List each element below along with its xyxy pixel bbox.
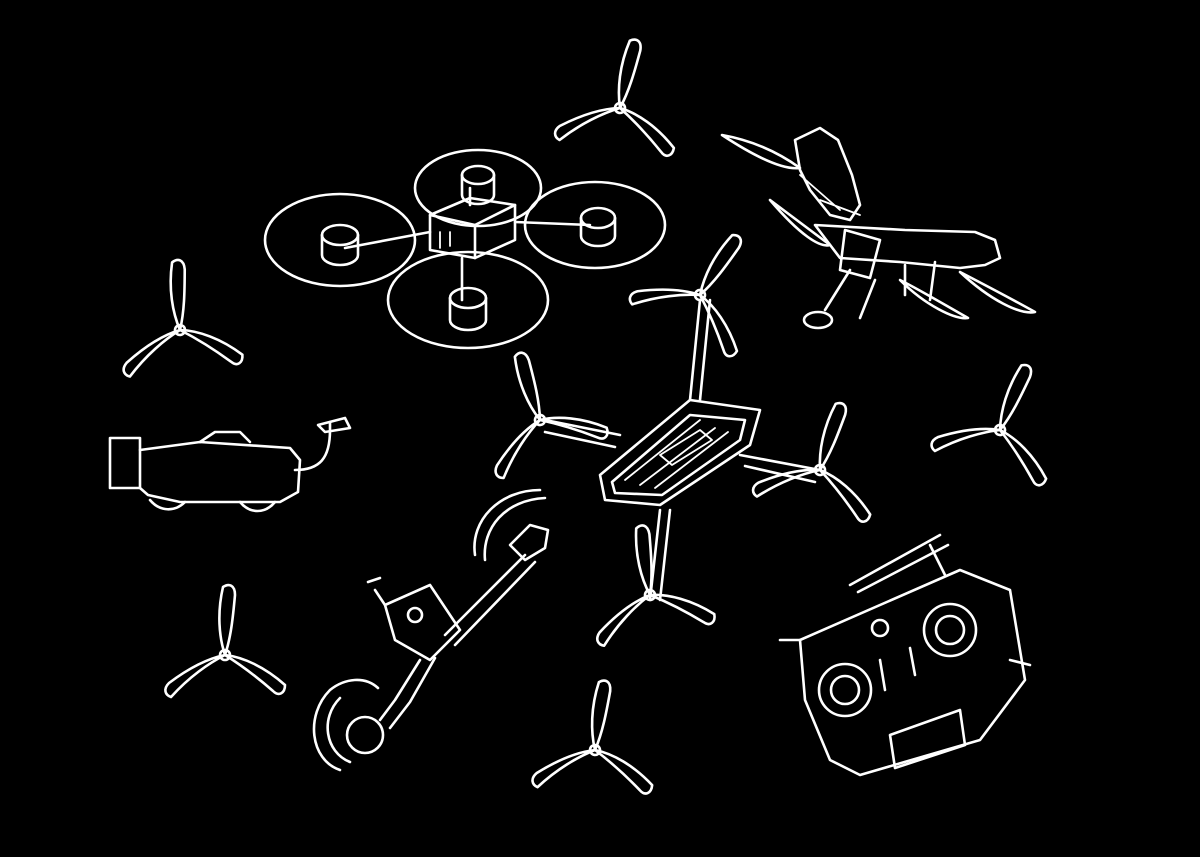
fpv-goggles-icon	[108, 416, 352, 513]
racing-quadcopter-frame-icon	[458, 203, 898, 649]
fpv-racing-drone-icon	[720, 126, 1037, 330]
propeller-icon	[552, 27, 693, 162]
propeller-icon	[113, 253, 245, 379]
radio-transmitter-icon	[778, 533, 1032, 777]
propeller-icon	[530, 673, 663, 799]
quadcopter-drone-icon	[263, 148, 667, 350]
propeller-icon	[928, 342, 1082, 492]
gimbal-stabilizer-icon	[312, 488, 550, 772]
propeller-icon	[164, 583, 287, 699]
